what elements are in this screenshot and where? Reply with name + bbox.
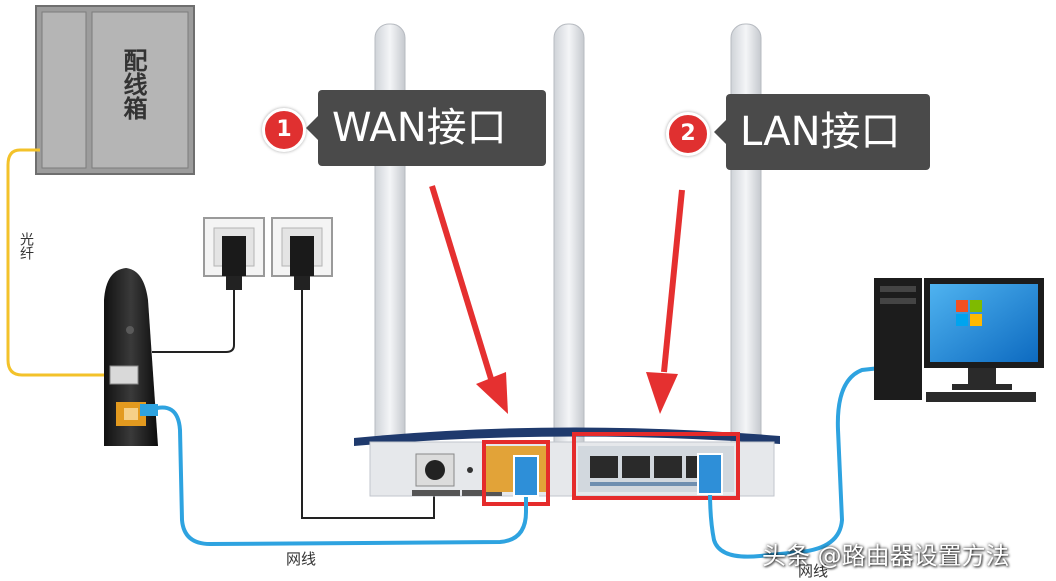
- distribution-box-icon: [35, 5, 195, 175]
- lan-step-badge: 2: [666, 112, 710, 156]
- lan-callout: LAN接口: [714, 94, 930, 170]
- watermark: 头条 @路由器设置方法: [762, 542, 1010, 570]
- fiber-label: 光纤: [18, 232, 34, 260]
- fiber-cable: [6, 148, 110, 377]
- cable-label-right: 网线: [798, 562, 829, 580]
- wan-callout: WAN接口: [306, 90, 546, 166]
- red-arrow-wan: [429, 185, 508, 414]
- red-arrow-lan: [646, 189, 685, 414]
- lan-port-highlight: [572, 432, 740, 500]
- wan-port-highlight: [482, 440, 550, 506]
- distribution-box-label: 配线箱: [119, 48, 147, 120]
- router-power-cord: [301, 290, 435, 519]
- optical-modem-icon: [104, 268, 158, 446]
- power-socket-icon: [203, 217, 333, 290]
- wan-step-badge: 1: [262, 108, 306, 152]
- network-cable-router-to-pc: [697, 366, 881, 559]
- network-cable-modem-to-router: [140, 404, 539, 547]
- cable-label-left: 网线: [286, 550, 317, 568]
- modem-power-cord: [152, 290, 235, 353]
- computer-icon: [874, 278, 1044, 402]
